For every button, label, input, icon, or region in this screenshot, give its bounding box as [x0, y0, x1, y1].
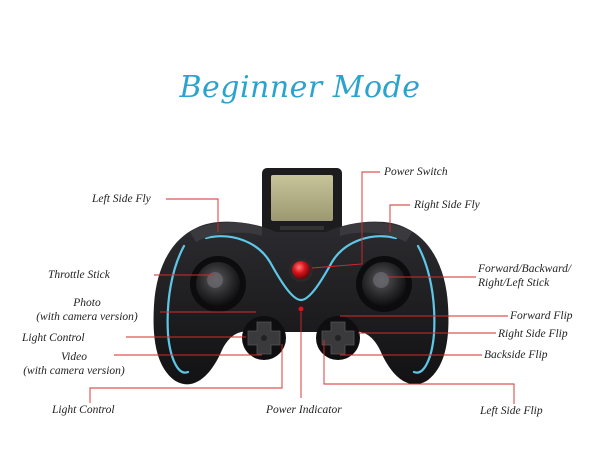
label-fwd-back-line2: Right/Left Stick: [478, 277, 550, 289]
label-throttle-stick: Throttle Stick: [48, 269, 110, 281]
label-backside-flip: Backside Flip: [484, 349, 548, 361]
label-left-side-fly: Left Side Fly: [92, 193, 151, 205]
label-left-side-flip: Left Side Flip: [480, 405, 543, 417]
leader-light-control-2: [89, 344, 283, 403]
label-right-side-fly: Right Side Fly: [414, 199, 480, 211]
right-dpad[interactable]: [316, 316, 360, 360]
left-stick[interactable]: [190, 256, 246, 312]
leader-lines: [89, 171, 515, 404]
label-right-side-flip: Right Side Flip: [498, 328, 568, 340]
lcd-screen: [271, 175, 333, 221]
diagram-title: Beginner Mode: [179, 70, 421, 105]
leader-power-switch: [311, 171, 380, 269]
label-photo-line2: (with camera version): [36, 311, 138, 323]
label-fwd-back-line1: Forward/Backward/: [478, 263, 572, 275]
power-indicator-led: [298, 306, 304, 312]
right-stick[interactable]: [356, 256, 412, 312]
power-button[interactable]: [289, 258, 313, 282]
left-dpad[interactable]: [242, 316, 286, 360]
label-video-line1: Video: [61, 351, 87, 363]
label-power-switch: Power Switch: [384, 166, 448, 178]
label-power-indicator: Power Indicator: [266, 404, 342, 416]
leader-left-side-fly: [166, 198, 219, 232]
label-video-line2: (with camera version): [23, 365, 125, 377]
leader-left-side-flip: [323, 340, 515, 404]
lcd-screen-housing: [262, 168, 342, 234]
label-light-control-1: Light Control: [22, 332, 85, 344]
label-forward-flip: Forward Flip: [510, 310, 573, 322]
leader-right-side-fly: [389, 204, 410, 232]
label-light-control-2: Light Control: [52, 404, 115, 416]
label-photo-line1: Photo: [73, 297, 101, 309]
